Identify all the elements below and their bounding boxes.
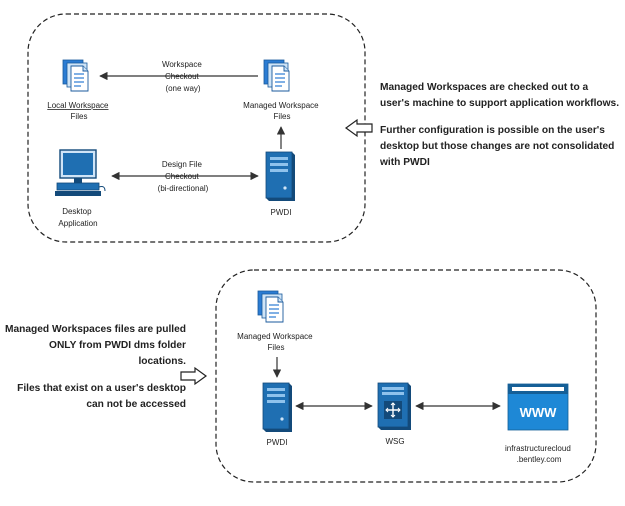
www-icon-text: WWW: [520, 405, 558, 420]
design-checkout-label: Design File Checkout (bi-directional): [158, 160, 209, 193]
top-callout-arrow: [344, 118, 373, 138]
desktop-computer-icon: [55, 149, 106, 196]
local-workspace-files-icon: [62, 59, 89, 92]
bottom-note: Managed Workspaces files are pulled ONLY…: [4, 322, 186, 413]
workspace-checkout-label: Workspace Checkout (one way): [162, 60, 204, 93]
managed-workspace-files-icon: [263, 59, 290, 92]
pwdi-label-bottom: PWDI: [267, 438, 288, 447]
infrastructure-cloud-label: infrastructurecloud .bentley.com: [505, 444, 573, 464]
bottom-group-boundary: [215, 269, 597, 483]
managed-files-label-bottom: Managed Workspace Files: [237, 332, 315, 352]
bottom-note-para2: Files that exist on a user's desktop can…: [17, 383, 186, 410]
wsg-server-icon: [377, 382, 411, 430]
web-browser-icon: WWW: [507, 383, 569, 431]
managed-files-label: Managed Workspace Files: [243, 101, 321, 121]
pwdi-server-icon: [265, 151, 296, 202]
pwdi-server-icon-bottom: [262, 382, 293, 433]
managed-workspace-files-icon-bottom: [257, 290, 284, 323]
top-note-para2: Further configuration is possible on the…: [380, 125, 615, 168]
wsg-label: WSG: [385, 437, 404, 446]
top-note-para1: Managed Workspaces are checked out to a …: [380, 82, 620, 109]
pwdi-label: PWDI: [271, 208, 292, 217]
bottom-note-para1: Managed Workspaces files are pulled ONLY…: [5, 324, 186, 367]
local-files-label: Local Workspace Files: [47, 101, 110, 121]
bottom-callout-arrow: [180, 366, 208, 386]
top-note: Managed Workspaces are checked out to a …: [380, 80, 620, 171]
desktop-application-label: Desktop Application: [58, 207, 97, 228]
